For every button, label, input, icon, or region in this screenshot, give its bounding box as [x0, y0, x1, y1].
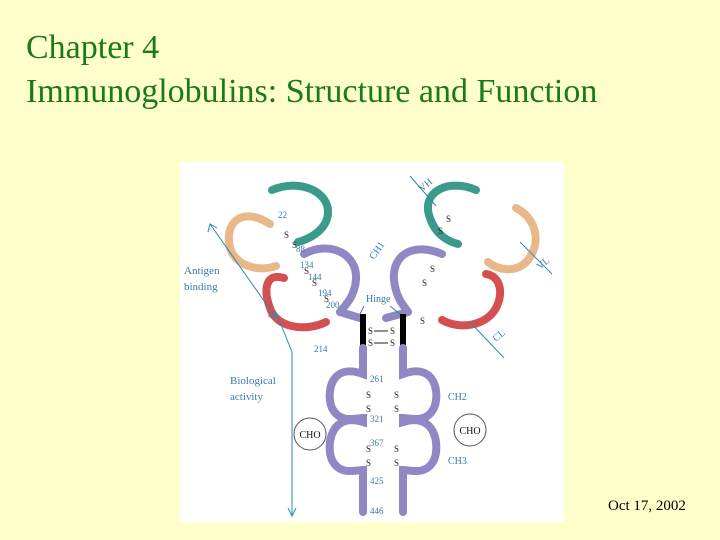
diagram-svg: S S S S S S S S S S S S S S S S S S S S … — [184, 175, 553, 518]
right-ch1-domain — [389, 245, 446, 316]
antigen-arrowhead-top — [207, 223, 218, 233]
antigen-arrow-left — [209, 223, 277, 319]
right-vh-domain — [424, 181, 480, 248]
residue-134: 134 — [300, 260, 314, 270]
hinge-ss-2: S — [390, 326, 395, 336]
residue-numbers: 22 88 134 144 194 200 214 261 321 367 42… — [278, 210, 384, 516]
residue-367: 367 — [370, 438, 384, 448]
cho-left-circle — [293, 417, 327, 451]
hinge-ss-3: S — [368, 338, 373, 348]
antigen-arrowhead-bottom — [267, 309, 277, 319]
arm-ss-7: S — [438, 226, 443, 236]
hinge-ss-4: S — [390, 338, 395, 348]
cl-label: CL — [491, 328, 508, 345]
disulfide-bonds: S S S S S S S S S S S S S S S S S S S S … — [284, 214, 451, 468]
fc-ss-left-1: S — [366, 390, 371, 400]
left-ch1-domain — [300, 244, 361, 316]
left-cl-domain — [262, 272, 330, 332]
arm-ss-4: S — [312, 278, 317, 288]
residue-200: 200 — [326, 300, 340, 310]
fc-ss-left-2: S — [366, 404, 371, 414]
residue-214: 214 — [314, 344, 328, 354]
arrows — [207, 175, 553, 518]
left-fc-chain — [325, 344, 367, 516]
arm-ss-5: S — [324, 294, 329, 304]
cl-arrow — [469, 321, 505, 359]
fc-ss-right-1: S — [394, 390, 399, 400]
ch2-label: CH2 — [448, 392, 467, 403]
bio-arrowhead-bottom — [287, 507, 297, 518]
title-topic: Immunoglobulins: Structure and Function — [26, 73, 598, 110]
residue-88: 88 — [296, 244, 306, 254]
hinge-ss-1: S — [368, 326, 373, 336]
side-labels: Antigen binding Biological activity — [184, 265, 276, 403]
residue-261: 261 — [370, 374, 384, 384]
residue-425: 425 — [370, 476, 384, 486]
cho-left-label: CHO — [299, 430, 320, 441]
slide-date: Oct 17, 2002 — [608, 498, 686, 514]
arm-ss-10: S — [420, 316, 425, 326]
right-fc-chain — [399, 344, 441, 516]
arm-ss-6: S — [446, 214, 451, 224]
fc-ss-right-4: S — [394, 458, 399, 468]
bio-arrow-upper — [275, 311, 293, 353]
antigen-binding-line2: binding — [184, 281, 218, 293]
residue-446: 446 — [370, 506, 384, 516]
immunoglobulin-diagram: S S S S S S S S S S S S S S S S S S S S … — [180, 162, 564, 522]
hinge-pointer-right — [389, 305, 401, 315]
title-chapter: Chapter 4 — [26, 29, 160, 66]
right-heavy-link — [382, 308, 412, 322]
left-vh-domain — [268, 181, 333, 246]
arm-ss-2: S — [292, 240, 297, 250]
biological-activity-line2: activity — [230, 391, 263, 403]
vh-arrow — [409, 175, 437, 207]
hinge-label: Hinge — [366, 294, 391, 305]
left-heavy-link — [336, 308, 364, 322]
fc-ss-right-3: S — [394, 444, 399, 454]
fc-ss-right-2: S — [394, 404, 399, 414]
fc-ss-left-4: S — [366, 458, 371, 468]
right-vl-domain — [484, 204, 540, 274]
hinge-right-bar — [400, 314, 406, 348]
biological-activity-line1: Biological — [230, 375, 276, 387]
slide-title: Chapter 4 Immunoglobulins: Structure and… — [26, 26, 597, 114]
arm-ss-3: S — [304, 266, 309, 276]
fc-ss-left-3: S — [366, 444, 371, 454]
right-cl-domain — [438, 270, 505, 330]
residue-144: 144 — [308, 272, 322, 282]
residue-321: 321 — [370, 414, 384, 424]
ch1-label: CH1 — [367, 240, 387, 262]
arm-ss-9: S — [422, 278, 427, 288]
ch3-label: CH3 — [448, 456, 467, 467]
residue-22: 22 — [278, 210, 287, 220]
arm-ss-8: S — [430, 264, 435, 274]
arm-ss-1: S — [284, 230, 289, 240]
cho-right-circle — [453, 413, 487, 447]
antigen-binding-line1: Antigen — [184, 265, 220, 277]
vl-arrow — [519, 241, 553, 275]
vl-label: VL — [535, 255, 552, 272]
residue-194: 194 — [318, 288, 332, 298]
left-vl-domain — [224, 212, 280, 273]
hinge-left-bar — [360, 314, 366, 348]
hinge-pointer-left — [359, 305, 365, 315]
cho-right-label: CHO — [459, 426, 480, 437]
